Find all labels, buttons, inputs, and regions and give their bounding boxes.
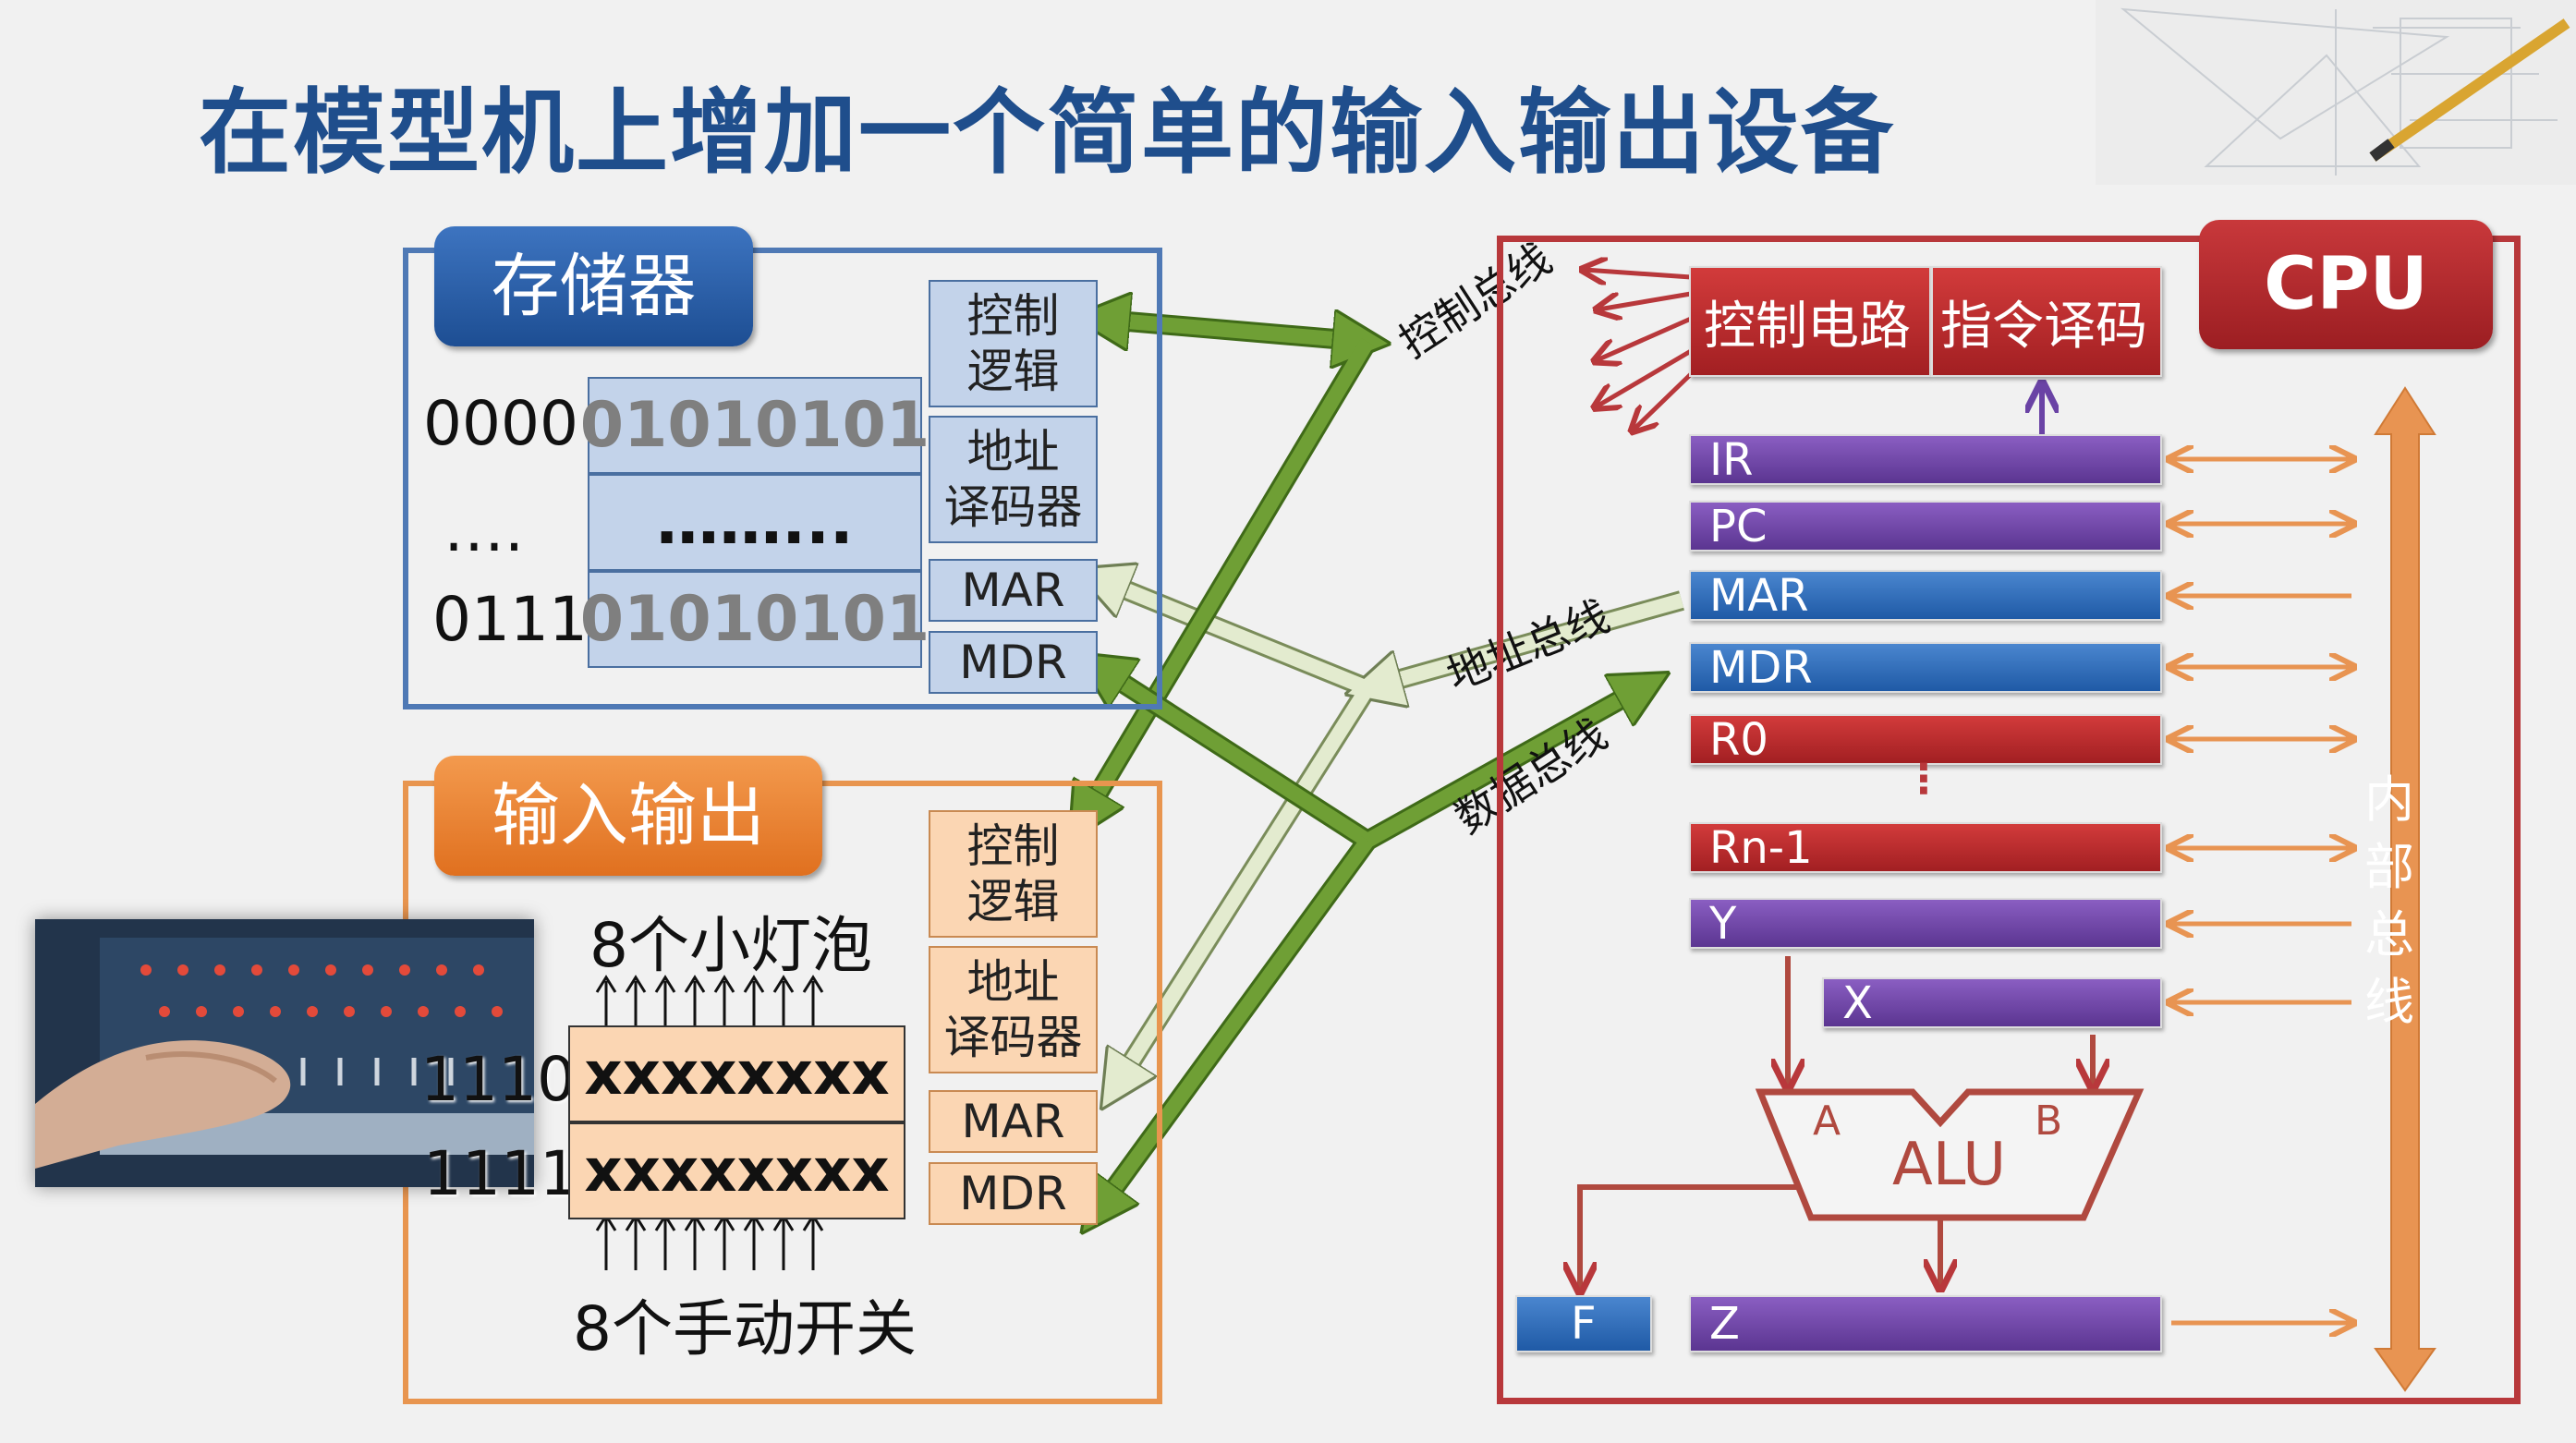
control-circuit: 控制电路 (1689, 266, 1931, 377)
memory-word-2: 01010101 (580, 571, 930, 668)
memory-mdr: MDR (929, 631, 1098, 694)
memory-addr-1: …. (444, 494, 524, 565)
io-addr-0: 1110 (420, 1044, 576, 1115)
register-ir: IR (1689, 434, 2162, 486)
memory-addr-2: 0111 (432, 584, 588, 655)
io-control-logic: 控制 逻辑 (929, 810, 1098, 938)
memory-mar: MAR (929, 559, 1098, 622)
register-mdr: MDR (1689, 642, 2162, 694)
register-pc: PC (1689, 501, 2162, 552)
alu-label: ALU (1892, 1131, 2007, 1199)
register-x: X (1822, 977, 2162, 1029)
memory-word-0: 01010101 (580, 377, 930, 474)
io-mdr: MDR (929, 1162, 1098, 1225)
register-ellipsis: ⋮ (1903, 756, 1944, 803)
register-mar: MAR (1689, 570, 2162, 622)
instruction-decode: 指令译码 (1931, 266, 2162, 377)
memory-control-logic: 控制 逻辑 (929, 280, 1098, 407)
lamps-label: 8个小灯泡 (589, 910, 872, 981)
memory-addr-0: 0000 (423, 388, 578, 459)
io-addr-1: 1111 (423, 1138, 578, 1209)
alu-shape (1755, 1088, 2145, 1221)
memory-tab: 存储器 (434, 226, 753, 346)
register-f: F (1515, 1295, 1652, 1352)
switches-label: 8个手动开关 (573, 1293, 917, 1364)
memory-word-1: ……... (588, 474, 922, 571)
register-z: Z (1689, 1295, 2162, 1352)
page-title: 在模型机上增加一个简单的输入输出设备 (199, 79, 1895, 187)
memory-address-decoder: 地址 译码器 (929, 416, 1098, 543)
internal-bus-label: 内 部 总 线 (2364, 770, 2414, 1031)
alu-input-a: A (1813, 1097, 1841, 1145)
io-address-decoder: 地址 译码器 (929, 946, 1098, 1073)
register-y: Y (1689, 898, 2162, 950)
memory-frame (403, 248, 1162, 709)
io-mar: MAR (929, 1090, 1098, 1153)
blueprint-decoration (2096, 0, 2576, 185)
register-rn-1: Rn-1 (1689, 822, 2162, 874)
io-tab: 输入输出 (434, 756, 822, 876)
alu-input-b: B (2035, 1097, 2063, 1145)
io-word-0: xxxxxxxx (568, 1025, 905, 1122)
register-r0: R0 (1689, 714, 2162, 766)
cpu-tab: CPU (2199, 220, 2493, 349)
cpu-frame (1497, 236, 2521, 1404)
altair-photo (35, 919, 534, 1187)
io-word-1: xxxxxxxx (568, 1122, 905, 1219)
